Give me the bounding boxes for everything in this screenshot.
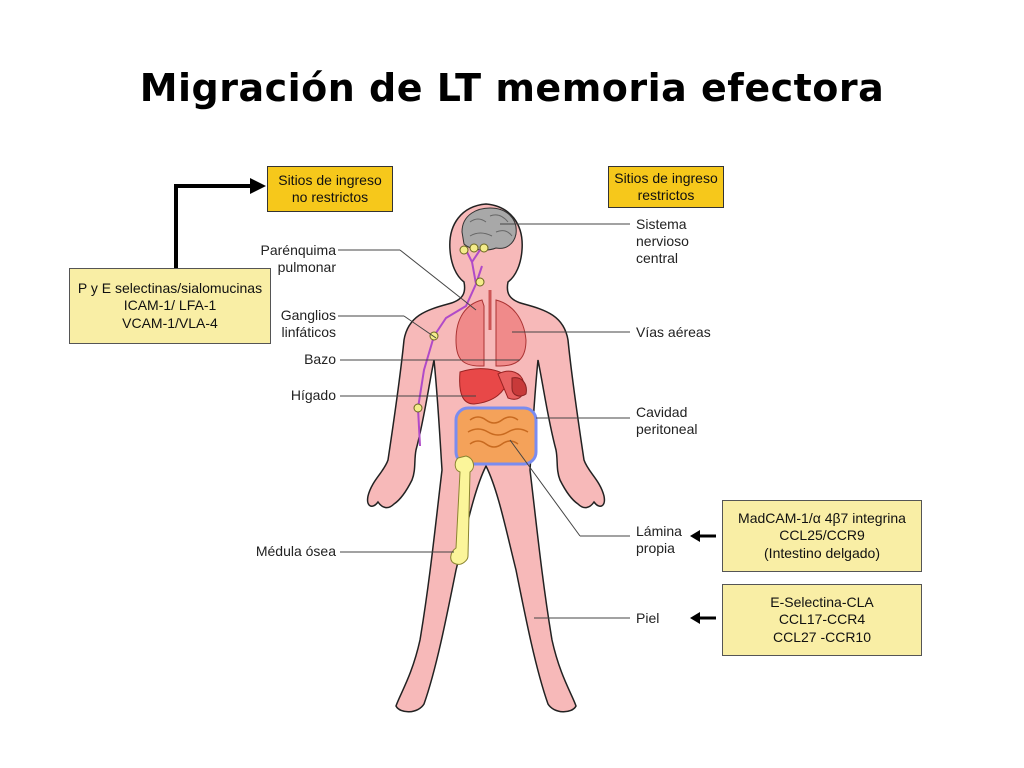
label-line: central [636,250,679,266]
box-line: P y E selectinas/sialomucinas [77,279,263,296]
label-cavidad-peritoneal: Cavidad peritoneal [636,404,736,438]
box-line: ICAM-1/ LFA-1 [123,297,217,314]
box-line: CCL17-CCR4 [778,611,866,628]
selectins-box: P y E selectinas/sialomucinas ICAM-1/ LF… [69,268,271,344]
small-intestine [467,416,529,448]
unrestricted-sites-box: Sitios de ingreso no restrictos [267,166,393,212]
liver [459,368,509,405]
e-selectina-box: E-Selectina-CLA CCL17-CCR4 CCL27 -CCR10 [722,584,922,656]
leader-lines [338,223,630,619]
arrows [174,178,716,624]
label-line: Piel [636,610,660,626]
box-line: Sitios de ingreso [614,169,718,186]
peritoneal-cavity-outline [454,406,538,466]
label-line: linfáticos [281,324,336,340]
lungs [455,299,527,367]
label-line: nervioso [636,233,689,249]
label-medula-osea: Médula ósea [226,543,336,560]
label-piel: Piel [636,610,686,627]
label-line: Hígado [290,387,336,403]
label-ganglios-linfaticos: Ganglios linfáticos [236,307,336,341]
label-line: propia [636,540,675,556]
madcam-box: MadCAM-1/α 4β7 integrina CCL25/CCR9 (Int… [722,500,922,572]
label-line: peritoneal [636,421,698,437]
label-line: Médula ósea [255,543,336,559]
label-line: Lámina [636,523,682,539]
brain [461,207,517,251]
box-line: VCAM-1/VLA-4 [122,314,218,331]
box-line: CCL25/CCR9 [779,527,865,544]
label-line: Bazo [304,351,336,367]
label-line: Parénquima [260,242,337,258]
label-sistema-nervioso-central: Sistema nervioso central [636,216,726,267]
label-line: Ganglios [280,307,336,323]
box-line: (Intestino delgado) [764,544,880,561]
label-line: Sistema [636,216,687,232]
label-bazo: Bazo [236,351,336,368]
box-line: no restrictos [291,189,369,205]
box-line: E-Selectina-CLA [770,593,874,610]
label-line: Cavidad [636,404,688,420]
spleen [511,377,527,397]
label-parenquima-pulmonar: Parénquima pulmonar [236,242,337,276]
box-line: restrictos [637,187,695,203]
label-higado: Hígado [236,387,336,404]
label-line: pulmonar [277,259,336,275]
box-line: CCL27 -CCR10 [772,628,872,645]
page-title: Migración de LT memoria efectora [139,66,885,110]
femur-bone [450,455,474,565]
box-line: Sitios de ingreso [278,171,382,188]
box-line: MadCAM-1/α 4β7 integrina [738,509,906,526]
label-line: Vías aéreas [636,324,711,340]
label-vias-aereas: Vías aéreas [636,324,736,341]
restricted-sites-box: Sitios de ingreso restrictos [608,166,724,208]
lymph-nodes [413,243,489,413]
label-lamina-propia: Lámina propia [636,523,696,557]
